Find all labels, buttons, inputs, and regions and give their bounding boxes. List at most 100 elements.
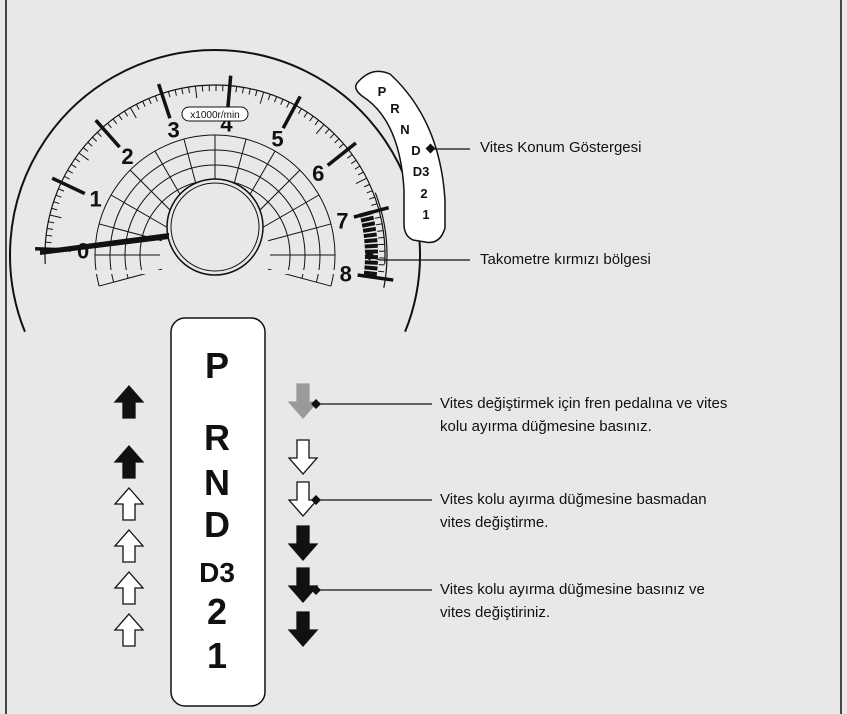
redzone-segment xyxy=(364,243,378,249)
minor-tick xyxy=(107,122,112,129)
gear-indicator-label-P: P xyxy=(378,84,387,99)
redzone-segment xyxy=(359,210,373,218)
tachometer-needle xyxy=(40,233,169,255)
minor-tick xyxy=(259,91,265,104)
minor-tick xyxy=(371,203,378,206)
minor-tick xyxy=(241,87,244,94)
redzone-leader xyxy=(370,256,470,261)
minor-tick xyxy=(129,107,137,119)
redzone-caption: Takometre kırmızı bölgesi xyxy=(480,251,651,268)
minor-tick xyxy=(286,101,290,108)
minor-tick xyxy=(378,236,385,239)
minor-tick xyxy=(235,86,238,93)
right-black-down-arrow xyxy=(287,611,319,647)
minor-tick xyxy=(350,159,357,165)
left-white-up-arrow xyxy=(113,571,145,605)
minor-tick xyxy=(154,95,158,102)
left-black-up-arrow xyxy=(113,385,145,419)
minor-tick xyxy=(378,270,385,273)
redzone-segment xyxy=(361,221,376,228)
minor-tick xyxy=(248,88,251,95)
gear-indicator-label-N: N xyxy=(400,122,409,137)
major-tick xyxy=(357,273,394,282)
minor-tick xyxy=(46,234,53,237)
redzone-leader-dot xyxy=(364,250,375,261)
legend-leader-dot-2 xyxy=(311,585,321,595)
minor-tick xyxy=(55,194,62,198)
shift-position-label-N: N xyxy=(204,462,230,503)
redzone-segment xyxy=(364,265,378,271)
legend-white-line-2: vites değiştirme. xyxy=(440,514,549,531)
gear-indicator-label-1: 1 xyxy=(422,207,429,222)
gear-indicator-label-R: R xyxy=(390,101,400,116)
minor-tick xyxy=(267,94,271,101)
minor-tick xyxy=(374,216,381,219)
minor-tick xyxy=(148,98,152,105)
minor-tick xyxy=(67,169,74,174)
gear-indicator-label-D: D xyxy=(411,143,420,158)
major-tick xyxy=(225,75,233,112)
minor-tick xyxy=(53,201,60,205)
minor-tick xyxy=(366,190,373,194)
right-black-down-arrow xyxy=(287,525,319,561)
left-white-up-arrow xyxy=(113,487,145,521)
minor-tick xyxy=(297,108,302,115)
minor-tick xyxy=(334,138,340,144)
tick-label-8: 8 xyxy=(340,261,352,286)
minor-tick xyxy=(51,207,58,211)
minor-tick xyxy=(167,91,171,98)
right-white-down-arrow xyxy=(287,439,319,475)
minor-tick xyxy=(174,89,177,96)
gear-indicator-leader-dot xyxy=(425,143,436,154)
minor-tick xyxy=(78,152,89,161)
right-black-down-arrow xyxy=(287,567,319,603)
minor-tick xyxy=(142,100,146,107)
tick-label-1: 1 xyxy=(89,187,101,212)
legend-black-line-1: Vites kolu ayırma düğmesine basınız ve xyxy=(440,581,705,598)
legend-gray-line-2: kolu ayırma düğmesine basınız. xyxy=(440,418,652,435)
shift-position-label-2: 2 xyxy=(207,591,227,632)
tick-label-2: 2 xyxy=(121,144,133,169)
redzone-segment xyxy=(363,232,377,239)
legend-gray-line-1: Vites değiştirmek için fren pedalına ve … xyxy=(440,395,728,412)
minor-tick xyxy=(112,118,118,125)
major-tick xyxy=(281,95,302,129)
legend-leader-dot-1 xyxy=(311,495,321,505)
redzone-segment xyxy=(363,270,378,277)
legend-white-line-1: Vites kolu ayırma düğmesine basmadan xyxy=(440,491,707,508)
minor-tick xyxy=(309,115,314,122)
gear-indicator-caption: Vites Konum Göstergesi xyxy=(480,139,642,156)
minor-tick xyxy=(49,214,62,219)
minor-tick xyxy=(194,86,198,99)
minor-tick xyxy=(377,230,384,232)
minor-tick xyxy=(118,114,123,121)
shift-position-panel xyxy=(170,317,266,707)
minor-tick xyxy=(96,132,102,138)
legend-black-line-2: vites değiştiriniz. xyxy=(440,604,551,621)
minor-tick xyxy=(369,196,376,200)
minor-tick xyxy=(376,223,383,226)
shift-position-label-D: D xyxy=(204,504,230,545)
minor-tick xyxy=(181,88,184,95)
minor-tick xyxy=(329,133,335,139)
left-white-up-arrow xyxy=(113,613,145,647)
minor-tick xyxy=(64,175,70,180)
gauge-grid-spoke xyxy=(110,194,168,228)
redzone-segment xyxy=(364,238,378,244)
right-gray-down-arrow xyxy=(287,383,319,419)
unit-label: x1000r/min xyxy=(190,110,239,121)
minor-tick xyxy=(92,136,98,142)
minor-tick xyxy=(87,141,93,147)
tick-label-7: 7 xyxy=(336,208,348,233)
left-black-up-arrow xyxy=(113,445,145,479)
minor-tick xyxy=(255,90,258,97)
gauge-grid-spoke xyxy=(253,169,301,217)
shift-position-label-R: R xyxy=(204,417,230,458)
minor-tick xyxy=(58,188,65,192)
major-tick xyxy=(94,119,121,149)
unit-label-box xyxy=(181,106,249,122)
minor-tick xyxy=(303,111,308,118)
gear-indicator-label-D3: D3 xyxy=(413,164,430,179)
